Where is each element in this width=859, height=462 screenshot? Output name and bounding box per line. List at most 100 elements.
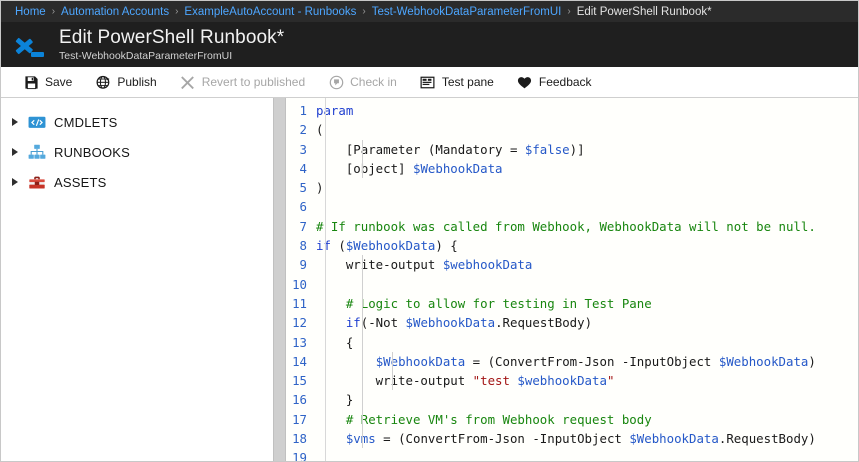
code-line[interactable]: 2(	[286, 120, 858, 139]
code-token-pln: (	[316, 122, 324, 138]
code-token-kw: if	[345, 315, 361, 331]
toolbar-feedback-button[interactable]: Feedback	[517, 67, 592, 97]
splitter-handle[interactable]	[273, 98, 286, 461]
code-line-text[interactable]: [Parameter (Mandatory = $false)]	[316, 140, 858, 159]
code-token-var: $WebhookData	[629, 431, 719, 447]
code-line-text[interactable]: # If runbook was called from Webhook, We…	[316, 217, 858, 236]
code-line-text[interactable]: $vms = (ConvertFrom-Json -InputObject $W…	[316, 429, 858, 448]
code-token-cmt: # If runbook was called from Webhook, We…	[316, 218, 816, 234]
breadcrumb-item-0[interactable]: Home	[15, 5, 46, 18]
breadcrumb-separator: ›	[567, 6, 571, 17]
code-tag-icon	[28, 113, 46, 131]
hierarchy-icon	[28, 143, 46, 161]
code-line-text[interactable]: if ($WebhookData) {	[316, 236, 858, 255]
toolbar-button-label: Revert to published	[201, 75, 306, 89]
code-line[interactable]: 16 }	[286, 390, 858, 409]
line-number: 6	[299, 199, 307, 215]
toolbar-save-button[interactable]: Save	[23, 67, 72, 97]
code-line[interactable]: 14 $WebhookData = (ConvertFrom-Json -Inp…	[286, 352, 858, 371]
code-line[interactable]: 11 # Logic to allow for testing in Test …	[286, 294, 858, 313]
breadcrumb-separator: ›	[51, 6, 56, 17]
code-line[interactable]: 9 write-output $webhookData	[286, 255, 858, 274]
code-token-kw: param	[316, 103, 354, 118]
code-line[interactable]: 6	[286, 197, 858, 216]
sidebar-item-label: RUNBOOKS	[54, 144, 131, 160]
toolbar-test-pane-button[interactable]: Test pane	[420, 67, 494, 97]
page-header: Edit PowerShell Runbook* Test-WebhookDat…	[1, 22, 858, 67]
code-line[interactable]: 3 [Parameter (Mandatory = $false)]	[286, 140, 858, 159]
code-line-text[interactable]: [object] $WebhookData	[316, 159, 858, 178]
chevron-right-icon[interactable]	[8, 145, 22, 159]
code-token-var: $vms	[345, 431, 376, 447]
code-line[interactable]: 13 {	[286, 333, 858, 352]
code-line-text[interactable]: (	[316, 120, 858, 139]
code-line[interactable]: 17 # Retrieve VM's from Webhook request …	[286, 410, 858, 429]
line-number: 15	[292, 373, 307, 389]
code-line[interactable]: 18 $vms = (ConvertFrom-Json -InputObject…	[286, 429, 858, 448]
code-line-text[interactable]: )	[316, 178, 858, 197]
code-token-pln	[316, 315, 346, 330]
code-line-text[interactable]: # Logic to allow for testing in Test Pan…	[316, 294, 858, 313]
code-token-pln: [object]	[316, 160, 413, 176]
code-line-text[interactable]: write-output $webhookData	[316, 255, 858, 274]
code-line[interactable]: 15 write-output "test $webhookData"	[286, 371, 858, 390]
toolbar-publish-button[interactable]: Publish	[95, 67, 157, 97]
line-number: 9	[299, 257, 307, 273]
code-line-text[interactable]: if(-Not $WebhookData.RequestBody)	[316, 313, 858, 332]
line-number: 4	[299, 160, 307, 176]
code-token-cmt: # Retrieve VM's from Webhook request bod…	[316, 411, 652, 427]
code-token-var: $webhookData	[517, 373, 607, 389]
code-token-pln: [Parameter (Mandatory =	[316, 141, 525, 157]
code-token-pln: )	[316, 180, 324, 196]
line-number: 7	[299, 218, 307, 234]
code-line-text[interactable]: write-output "test $webhookData"	[316, 371, 858, 390]
code-line[interactable]: 5)	[286, 178, 858, 197]
toolbar-button-label: Test pane	[441, 75, 494, 89]
sidebar-item-label: CMDLETS	[54, 114, 118, 130]
powershell-icon	[13, 29, 49, 61]
code-line-text[interactable]: {	[316, 333, 858, 352]
line-number: 5	[299, 180, 307, 196]
code-line-text[interactable]: param	[316, 101, 858, 120]
code-token-pln: = (ConvertFrom-Json -InputObject	[465, 353, 719, 369]
breadcrumb-item-2[interactable]: ExampleAutoAccount - Runbooks	[184, 5, 357, 18]
chevron-right-icon[interactable]	[8, 175, 22, 189]
line-number: 3	[299, 141, 307, 157]
sidebar-item-assets[interactable]: ASSETS	[1, 167, 273, 197]
sidebar-item-runbooks[interactable]: RUNBOOKS	[1, 137, 273, 167]
code-token-pln: ) {	[435, 238, 458, 254]
page-subtitle: Test-WebhookDataParameterFromUI	[59, 49, 233, 62]
breadcrumb-item-3[interactable]: Test-WebhookDataParameterFromUI	[371, 5, 562, 18]
code-line[interactable]: 1 param	[286, 101, 858, 120]
breadcrumb-separator: ›	[175, 6, 179, 17]
chevron-right-icon[interactable]	[8, 115, 22, 129]
code-line-text[interactable]: $WebhookData = (ConvertFrom-Json -InputO…	[316, 352, 858, 371]
code-token-pln: )	[808, 353, 816, 369]
sidebar-item-cmdlets[interactable]: CMDLETS	[1, 107, 273, 137]
code-line-text[interactable]: }	[316, 390, 858, 409]
line-number: 17	[292, 411, 307, 427]
code-line[interactable]: 10	[286, 275, 858, 294]
page-title: Edit PowerShell Runbook*	[59, 26, 285, 48]
code-line[interactable]: 19	[286, 448, 858, 461]
line-number: 13	[292, 334, 307, 350]
line-number: 19	[292, 450, 307, 461]
code-line[interactable]: 12 if(-Not $WebhookData.RequestBody)	[286, 313, 858, 332]
line-number: 18	[292, 431, 307, 447]
code-line-text[interactable]: # Retrieve VM's from Webhook request bod…	[316, 410, 858, 429]
breadcrumb-item-4: Edit PowerShell Runbook*	[576, 5, 712, 18]
code-token-cmt: # Logic to allow for testing in Test Pan…	[316, 295, 652, 311]
line-number: 11	[292, 295, 307, 311]
code-token-var: $WebhookData	[412, 160, 503, 176]
breadcrumb-item-1[interactable]: Automation Accounts	[61, 5, 170, 18]
checkin-icon	[328, 74, 344, 90]
close-x-icon	[180, 74, 196, 90]
test-pane-icon	[420, 74, 436, 90]
code-line[interactable]: 7 # If runbook was called from Webhook, W…	[286, 217, 858, 236]
line-number: 1	[299, 103, 307, 118]
code-line[interactable]: 4 [object] $WebhookData	[286, 159, 858, 178]
